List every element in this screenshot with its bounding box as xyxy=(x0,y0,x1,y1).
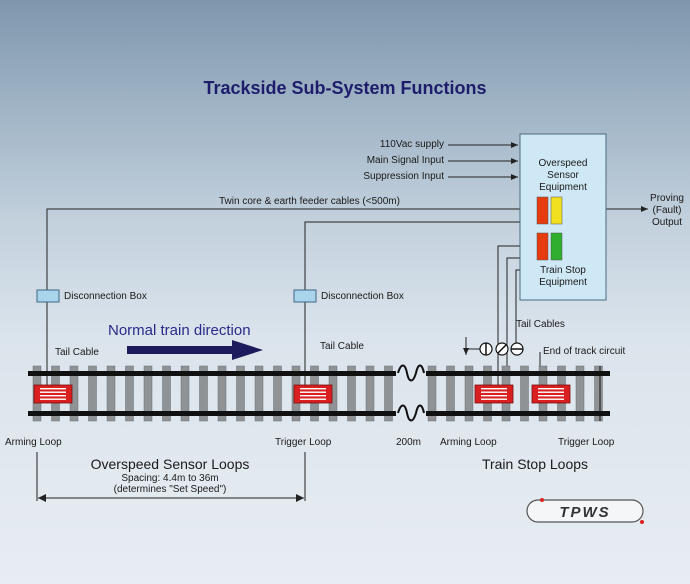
arming-loop-2-label: Arming Loop xyxy=(440,437,497,448)
set-speed-note: (determines "Set Speed") xyxy=(113,484,227,495)
terminal-1 xyxy=(479,342,493,356)
sleeper xyxy=(125,365,134,422)
arming-loop-1-label: Arming Loop xyxy=(5,437,62,448)
track-break-bottom xyxy=(397,404,425,422)
sleeper xyxy=(464,365,474,422)
train-stop-light-green xyxy=(550,232,563,261)
spacing-arrow-right xyxy=(296,494,304,502)
tail-cable-1-label: Tail Cable xyxy=(55,347,99,358)
direction-label: Normal train direction xyxy=(108,322,251,339)
sleeper xyxy=(143,365,153,422)
overspeed-equipment-label: Overspeed Sensor Equipment xyxy=(538,158,588,193)
trigger-loop-1 xyxy=(293,384,333,404)
overspeed-loops-title: Overspeed Sensor Loops xyxy=(90,456,250,472)
page-title: Trackside Sub-System Functions xyxy=(203,78,487,98)
disconnection-box-1 xyxy=(36,289,60,303)
sleeper xyxy=(236,365,245,422)
rail-top-right xyxy=(426,371,610,376)
main-signal-label: Main Signal Input xyxy=(366,155,444,166)
train-stop-lights xyxy=(536,232,563,261)
arming-loop-2 xyxy=(474,384,514,404)
sleeper xyxy=(180,365,190,422)
sleeper xyxy=(427,365,437,422)
sleeper xyxy=(199,365,208,422)
spacing-label: Spacing: 4.4m to 36m xyxy=(121,473,219,484)
tail-cables-label: Tail Cables xyxy=(516,319,565,330)
terminal-3 xyxy=(510,342,524,356)
rail-bottom-right xyxy=(426,411,610,416)
equipment-box xyxy=(519,133,607,301)
feeder-cable-arming xyxy=(46,208,520,290)
sleeper xyxy=(106,365,116,422)
trigger-loop-1-label: Trigger Loop xyxy=(275,437,332,448)
tail-cable-ts-2 xyxy=(506,257,520,388)
overspeed-light-yellow xyxy=(550,196,563,225)
suppression-label: Suppression Input xyxy=(363,171,444,182)
tpws-logo: TPWS xyxy=(526,498,644,524)
sleeper xyxy=(217,365,227,422)
disconnection-box-2-label: Disconnection Box xyxy=(321,291,404,302)
supply-label: 110Vac supply xyxy=(379,139,444,150)
sleeper xyxy=(446,365,455,422)
sleeper xyxy=(594,365,603,422)
sleeper xyxy=(520,365,529,422)
feeder-cables-label: Twin core & earth feeder cables (<500m) xyxy=(219,196,400,207)
distance-label: 200m xyxy=(396,437,422,448)
arming-loop-1 xyxy=(33,384,73,404)
terminal-2 xyxy=(495,342,509,356)
sleeper xyxy=(365,365,375,422)
rail-bottom-left xyxy=(28,411,396,416)
train-stop-loops-title: Train Stop Loops xyxy=(481,456,589,472)
tail-cable-2-label: Tail Cable xyxy=(320,341,364,352)
tail-cable-ts-3 xyxy=(515,269,520,350)
proving-output-label: Proving (Fault) Output xyxy=(650,193,684,228)
sleeper xyxy=(88,365,97,422)
trigger-loop-2-label: Trigger Loop xyxy=(558,437,615,448)
rail-top-left xyxy=(28,371,396,376)
direction-arrow xyxy=(127,340,263,360)
sleeper xyxy=(384,365,393,422)
overspeed-lights xyxy=(536,196,563,225)
track-break-top xyxy=(397,364,425,382)
spacing-arrow-left xyxy=(38,494,46,502)
sleeper xyxy=(162,365,171,422)
disconnection-box-2 xyxy=(293,289,317,303)
svg-text:TPWS: TPWS xyxy=(559,504,610,521)
tail-cable-ts-1 xyxy=(497,245,520,388)
feeder-cable-trigger xyxy=(304,221,520,290)
sleeper xyxy=(575,365,585,422)
end-of-track-label: End of track circuit xyxy=(543,346,626,357)
sleeper xyxy=(254,365,264,422)
train-stop-light-red xyxy=(536,232,549,261)
sleeper xyxy=(347,365,356,422)
train-stop-equipment-label: Train Stop Equipment xyxy=(539,265,587,288)
trigger-loop-2 xyxy=(531,384,571,404)
overspeed-light-red xyxy=(536,196,549,225)
disconnection-box-1-label: Disconnection Box xyxy=(64,291,147,302)
sleeper xyxy=(273,365,282,422)
